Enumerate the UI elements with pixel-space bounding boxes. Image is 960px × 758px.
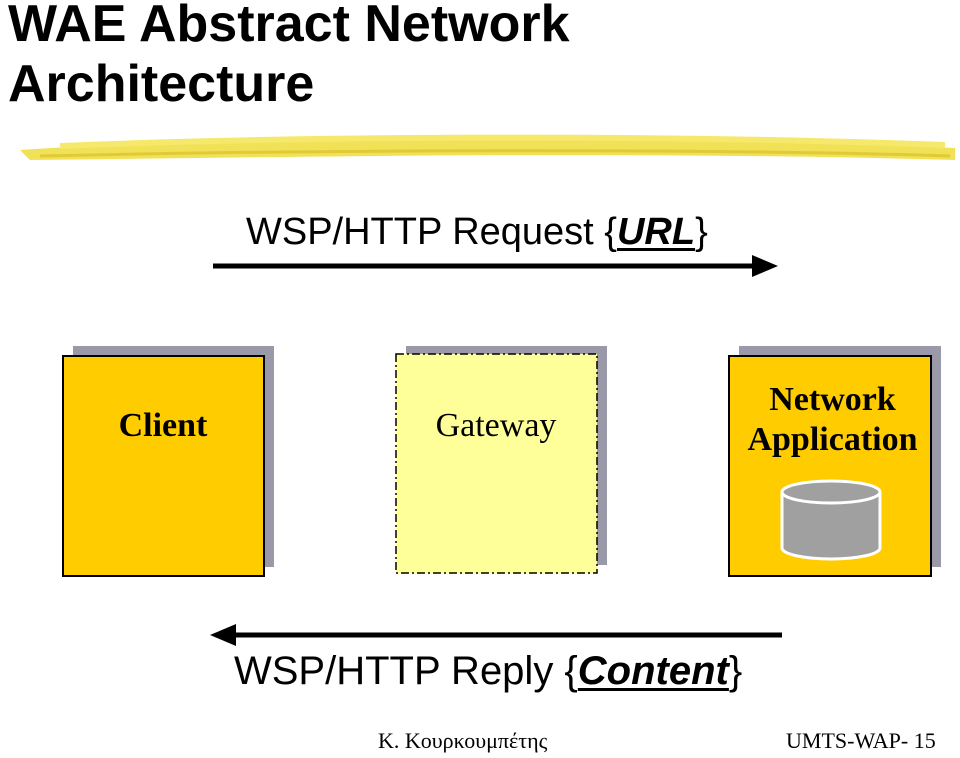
request-label-url: URL [616, 211, 696, 253]
arrow-right-icon [752, 255, 778, 277]
reply-label-prefix: WSP/HTTP Reply { [234, 649, 578, 693]
request-label: WSP/HTTP Request {URL} [246, 211, 708, 254]
title-underline-stroke [20, 134, 955, 160]
slide-title-line1: WAE Abstract Network [8, 0, 570, 53]
reply-label-content: Content [577, 649, 729, 693]
network-application-label-line2: Application [747, 421, 918, 458]
footer-author: Κ. Κουρκουμπέτης [378, 728, 548, 753]
request-label-prefix: WSP/HTTP Request { [246, 211, 617, 253]
gateway-label: Gateway [435, 407, 557, 444]
reply-arrow [210, 624, 782, 646]
client-label: Client [118, 407, 208, 444]
arrow-left-icon [210, 624, 236, 646]
slide-title-line2: Architecture [8, 55, 315, 113]
gateway-box [395, 346, 607, 574]
network-application-label: Network Application [730, 380, 935, 460]
footer-slide-number: UMTS-WAP- 15 [786, 728, 936, 753]
network-application-label-line1: Network [769, 381, 896, 418]
reply-label: WSP/HTTP Reply {Content} [234, 649, 742, 694]
request-arrow [213, 255, 778, 277]
client-box [62, 346, 274, 577]
request-label-suffix: } [695, 211, 708, 253]
reply-label-suffix: } [728, 649, 743, 693]
slide-title: WAE Abstract Network Architecture [8, 0, 908, 114]
database-icon [780, 479, 882, 561]
